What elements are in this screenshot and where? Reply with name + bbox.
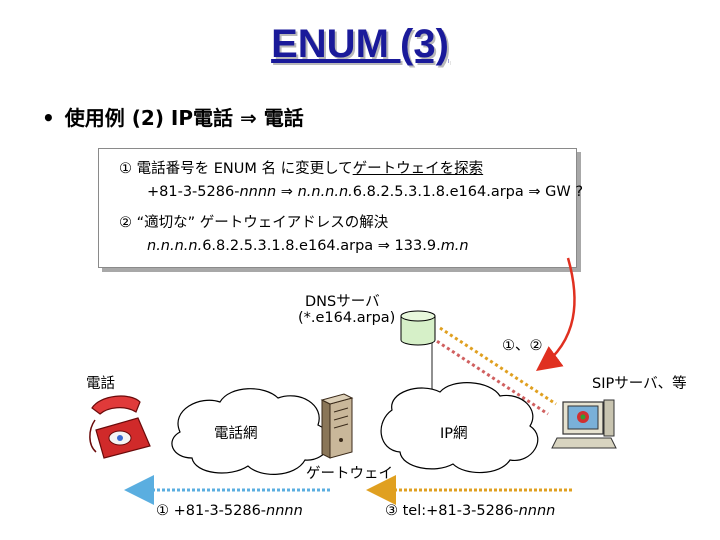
- bottom-left-label: ① +81-3-5286-nnnn: [156, 503, 303, 519]
- box-line-4: n.n.n.n.6.8.2.5.3.1.8.e164.arpa ⇒ 133.9.…: [147, 238, 469, 254]
- sip-server-label: SIPサーバ、等: [592, 376, 687, 392]
- box-line-1-text: ① 電話番号を ENUM 名 に変更して: [119, 161, 353, 177]
- ip-network-cloud-icon: [380, 382, 539, 474]
- bottom-right-label: ③ tel:+81-3-5286-nnnn: [385, 503, 555, 519]
- telephone-icon: [89, 395, 151, 459]
- bottom-right-nnnn: nnnn: [518, 503, 556, 519]
- phone-network-label: 電話網: [214, 426, 258, 442]
- box-line-3: ② “適切な” ゲートウェイアドレスの解決: [119, 215, 389, 231]
- dns-database-icon: [400, 310, 436, 346]
- dns-zone-label: (*.e164.arpa): [298, 310, 396, 326]
- box-line-2-nnnn: nnnn: [239, 184, 277, 200]
- dns-query-arrow-1: [439, 326, 557, 406]
- gateway-label: ゲートウェイ: [306, 466, 393, 482]
- steps-label: ①、②: [502, 338, 543, 354]
- box-line-4-nnn: n.n.n.n.: [147, 238, 203, 254]
- box-line-4-mid: 6.8.2.5.3.1.8.e164.arpa ⇒ 133.9.: [202, 238, 441, 254]
- box-line-1-underlined: ゲートウェイを探索: [352, 161, 484, 177]
- box-line-4-mn: m.n: [440, 238, 469, 254]
- box-line-1: ① 電話番号を ENUM 名 に変更してゲートウェイを探索: [119, 157, 483, 178]
- ip-network-label: IP網: [440, 426, 468, 442]
- box-line-2-rest: 6.8.2.5.3.1.8.e164.arpa ⇒ GW ?: [352, 184, 584, 200]
- info-box: ① 電話番号を ENUM 名 に変更してゲートウェイを探索 +81-3-5286…: [98, 148, 583, 268]
- dns-query-arrow-2: [431, 336, 549, 416]
- red-curved-arrow: [535, 257, 576, 371]
- box-line-2-nnn: n.n.n.n.: [297, 184, 353, 200]
- gateway-server-icon: [320, 393, 354, 459]
- bullet-dot: •: [42, 106, 55, 130]
- bullet-text: 使用例 (2) IP電話 ⇒ 電話: [64, 106, 304, 130]
- box-line-2-arrow: ⇒: [276, 184, 298, 200]
- slide-title: ENUM (3): [271, 22, 449, 66]
- box-line-2: +81-3-5286-nnnn ⇒ n.n.n.n.6.8.2.5.3.1.8.…: [147, 184, 583, 200]
- bottom-left-nnnn: nnnn: [266, 503, 303, 519]
- phone-label: 電話: [86, 376, 115, 392]
- sip-computer-icon: [551, 399, 617, 449]
- bottom-right-num: ③ tel:+81-3-5286-: [385, 503, 519, 519]
- dns-server-label: DNSサーバ: [305, 294, 380, 310]
- bullet-heading: • 使用例 (2) IP電話 ⇒ 電話: [42, 102, 304, 131]
- bottom-left-num: ① +81-3-5286-: [156, 503, 267, 519]
- box-line-2-num: +81-3-5286-: [147, 184, 240, 200]
